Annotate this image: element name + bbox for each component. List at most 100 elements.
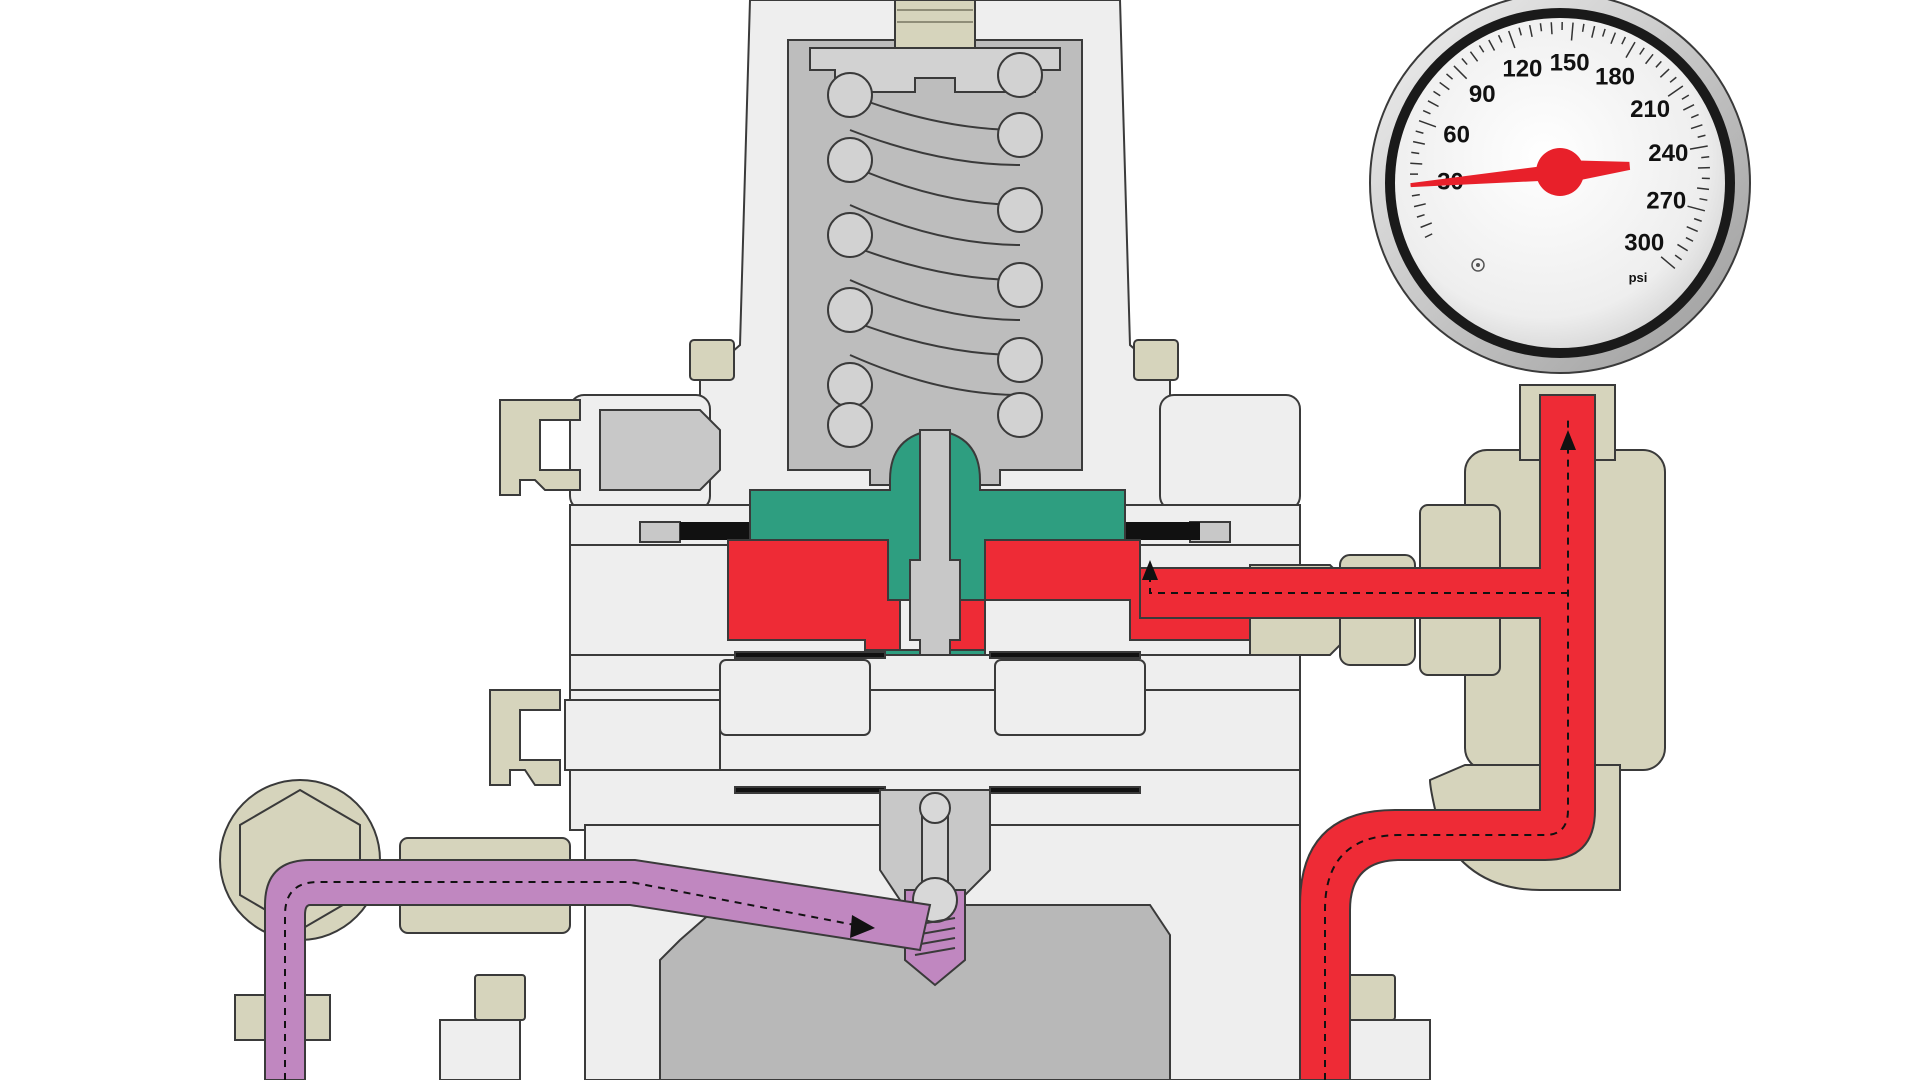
gauge-tick: [1469, 51, 1479, 62]
gauge-tick: [1655, 60, 1662, 68]
pilot-ball-valve: [904, 792, 966, 987]
gauge-tick: [1601, 28, 1606, 37]
guide-block-left: [719, 659, 871, 736]
screw-threads: [897, 9, 973, 23]
upper-vent-port-left: [599, 409, 721, 491]
upper-seal-right: [989, 651, 1141, 659]
gauge-tick: [1550, 22, 1553, 35]
gauge-tick: [1427, 100, 1439, 108]
bottom-flange-right: [1349, 1019, 1431, 1080]
vent-cap-upper: [499, 399, 581, 496]
gauge-tick: [1625, 41, 1636, 59]
needle-pointer: [1410, 164, 1561, 188]
needle-hub: [1536, 148, 1584, 196]
lower-vent-port: [564, 699, 721, 771]
gauge-tick: [1420, 222, 1433, 229]
gauge-tick: [1610, 32, 1617, 45]
bottom-flange-left: [439, 1019, 521, 1080]
gauge-scale-labels: 306090120150180210240270300: [1437, 49, 1688, 256]
gauge-scale-label: 60: [1443, 121, 1470, 148]
gauge-tick: [1677, 243, 1689, 252]
outlet-branch-flow-path: [1149, 565, 1568, 594]
gauge-scale-label: 210: [1630, 96, 1670, 123]
gauge-tick: [1660, 256, 1676, 269]
inlet-supply-tube: [264, 859, 932, 1080]
lower-flange-upper: [569, 654, 1301, 691]
outlet-flow-path: [1324, 420, 1569, 1080]
spring-button-top: [809, 47, 1061, 93]
gauge-tick: [1433, 90, 1441, 97]
gauge-tick: [1461, 58, 1468, 66]
gauge-tick: [1507, 30, 1516, 49]
gauge-scale-label: 240: [1648, 140, 1688, 167]
gauge-tick: [1570, 22, 1574, 41]
bonnet-nut-right: [1133, 339, 1179, 381]
gauge-tick: [1518, 27, 1522, 36]
gauge-tick: [1659, 68, 1670, 78]
gauge-tick: [1488, 39, 1496, 51]
gauge-tick: [1416, 213, 1425, 218]
gauge-unit-label: psi: [1629, 270, 1648, 285]
upper-vent-fittings: [499, 394, 1301, 511]
gauge-tick: [1528, 24, 1533, 38]
gauge-tick: [1681, 94, 1690, 100]
pilot-spring: [914, 917, 956, 956]
gauge-tick: [1478, 45, 1485, 53]
vent-cap-lower: [489, 689, 561, 786]
gauge-zero-pin-dot: [1476, 263, 1480, 267]
gauge-tick: [1418, 119, 1437, 128]
gauge-tick: [1415, 130, 1424, 134]
outlet-sensing-tube: [1139, 394, 1596, 1080]
gauge-tick: [1697, 134, 1706, 138]
gauge-tick: [1411, 151, 1420, 155]
gauge-tick: [1669, 76, 1677, 83]
gauge-tick: [1446, 73, 1454, 80]
guide-block-right: [994, 659, 1146, 736]
gauge-tick: [1686, 225, 1699, 233]
gauge-tick: [1412, 140, 1426, 145]
gauge-tick: [1696, 187, 1710, 191]
gauge-scale-label: 90: [1469, 81, 1496, 108]
lower-seal-left: [734, 786, 886, 794]
flange-spacer-left: [639, 521, 681, 543]
gauge-tick: [1701, 156, 1710, 159]
gauge-tick: [1690, 124, 1703, 130]
gauge-tick: [1687, 205, 1706, 212]
gauge-tick: [1645, 53, 1654, 65]
upper-vent-body-right: [1159, 394, 1301, 511]
upper-seal-left: [734, 651, 886, 659]
gauge-tick: [1621, 36, 1627, 45]
gauge-tick: [1410, 162, 1423, 165]
gauge-tick: [1591, 25, 1596, 38]
spring-coil-sections: [827, 52, 1043, 448]
gauge-tick: [1422, 109, 1431, 115]
gauge-tick: [1539, 23, 1543, 32]
gauge-tick: [1439, 81, 1450, 91]
pilot-ball-upper: [919, 792, 951, 824]
gauge-zero-pin: [1471, 258, 1485, 272]
lower-seal-right: [989, 786, 1141, 794]
gauge-tick: [1699, 197, 1708, 201]
gauge-tick: [1424, 233, 1433, 239]
gauge-tick: [1497, 34, 1503, 43]
lower-nut-right: [1344, 974, 1396, 1021]
gauge-tick: [1453, 65, 1468, 80]
gauge-tick: [1682, 104, 1695, 111]
gauge-tick: [1690, 113, 1699, 119]
sensing-line-assembly: [1139, 384, 1666, 1080]
gauge-tick: [1411, 193, 1420, 197]
gauge-tick: [1639, 47, 1645, 55]
inlet-flow-arrow: [850, 915, 875, 938]
gauge-scale-label: 120: [1502, 56, 1542, 83]
gauge-scale-label: 270: [1646, 187, 1686, 214]
gauge-tick: [1667, 85, 1684, 97]
gauge-tick: [1581, 23, 1585, 32]
gauge-scale-label: 150: [1550, 49, 1590, 76]
gauge-tick: [1693, 217, 1702, 222]
inlet-supply-line: [219, 779, 932, 1080]
gauge-tick: [1674, 254, 1683, 261]
gauge-scale-label: 180: [1595, 64, 1635, 91]
outlet-branch-arrow-up: [1142, 560, 1158, 580]
gauge-tick: [1689, 145, 1708, 150]
